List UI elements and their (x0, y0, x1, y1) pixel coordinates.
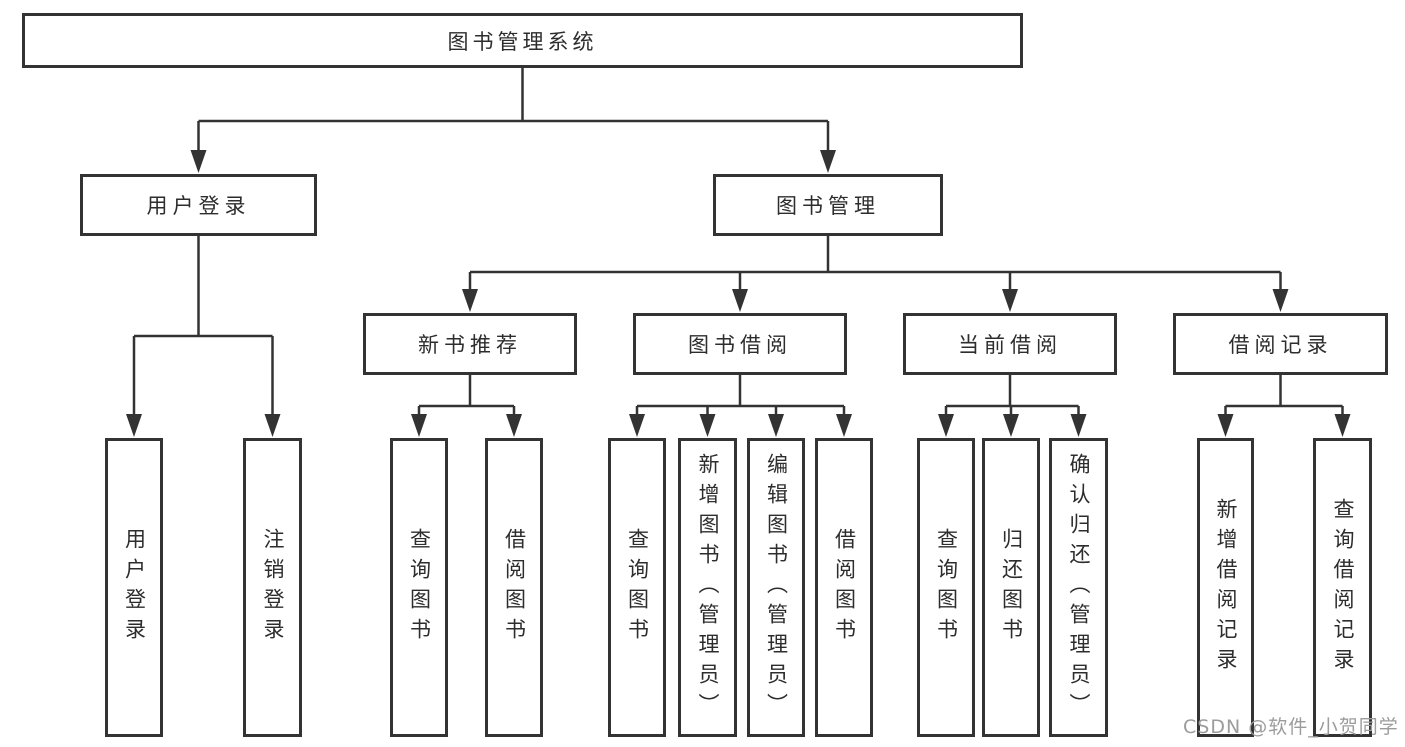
leaf-add-borrow-record: 新增借阅记录 (1197, 438, 1254, 737)
arrow-icon (411, 414, 427, 437)
node-label: 查询借阅记录 (1331, 497, 1355, 678)
leaf-logout: 注销登录 (243, 438, 302, 737)
node-label: 注销登录 (261, 527, 285, 648)
connector-records-to-leaves (1224, 375, 1344, 424)
leaf-recommend-borrow-books: 借阅图书 (485, 438, 543, 737)
node-label: 当前借阅 (958, 333, 1062, 357)
connector-current-to-leaves (944, 375, 1080, 424)
arrow-icon (732, 289, 748, 312)
node-label: 确认归还（管理员） (1067, 452, 1091, 723)
leaf-borrow-books: 借阅图书 (815, 438, 873, 737)
leaf-recommend-query-books: 查询图书 (390, 438, 448, 737)
arrow-icon (1334, 414, 1351, 437)
arrow-icon (629, 414, 645, 437)
connector-newrec-to-leaves (417, 375, 516, 424)
connector-root-to-level2 (197, 68, 830, 158)
arrow-icon (820, 150, 836, 173)
arrow-icon (1217, 414, 1234, 437)
node-label: 用户登录 (122, 527, 147, 648)
leaf-return-books: 归还图书 (982, 438, 1040, 737)
connector-login-to-leaves (132, 236, 274, 424)
node-label: 图书管理 (776, 194, 880, 218)
arrow-icon (1070, 414, 1087, 437)
arrow-icon (1003, 414, 1019, 437)
node-label: 查询图书 (934, 527, 959, 648)
node-current-borrow: 当前借阅 (903, 313, 1117, 375)
node-user-login: 用户登录 (80, 174, 317, 236)
node-label: 新增图书（管理员） (696, 452, 720, 723)
node-label: 图书借阅 (688, 333, 792, 357)
leaf-add-books-admin: 新增图书（管理员） (678, 438, 737, 737)
leaf-current-query-books: 查询图书 (917, 438, 975, 737)
leaf-borrow-query-books: 查询图书 (608, 438, 666, 737)
leaf-edit-books-admin: 编辑图书（管理员） (747, 438, 805, 737)
node-label: 查询图书 (407, 527, 432, 648)
arrow-icon (190, 150, 207, 173)
node-book-borrow: 图书借阅 (633, 313, 847, 375)
node-label: 用户登录 (146, 194, 251, 218)
node-library-management-system: 图书管理系统 (22, 13, 1023, 68)
node-label: 编辑图书（管理员） (764, 452, 789, 723)
node-label: 新增借阅记录 (1214, 497, 1238, 678)
arrow-icon (506, 414, 522, 437)
connector-mgmt-to-level3 (468, 236, 1282, 300)
node-label: 借阅图书 (832, 527, 857, 648)
arrow-icon (264, 414, 281, 437)
arrow-icon (126, 414, 142, 437)
arrow-icon (768, 414, 784, 437)
arrow-icon (1002, 289, 1018, 312)
node-label: 查询图书 (625, 527, 650, 648)
arrow-icon (462, 289, 478, 312)
node-label: 借阅记录 (1228, 333, 1333, 357)
leaf-confirm-return-admin: 确认归还（管理员） (1049, 438, 1108, 737)
node-book-management: 图书管理 (713, 174, 943, 236)
connector-borrow-to-leaves (635, 375, 846, 424)
leaf-user-login: 用户登录 (105, 438, 163, 737)
node-borrow-records: 借阅记录 (1173, 313, 1388, 375)
node-label: 图书管理系统 (447, 29, 598, 54)
node-label: 归还图书 (999, 527, 1024, 648)
arrow-icon (1272, 289, 1289, 312)
arrow-icon (938, 414, 954, 437)
arrow-icon (699, 414, 716, 437)
node-new-book-recommend: 新书推荐 (363, 313, 577, 375)
csdn-watermark: CSDN @软件_小贺同学 (1183, 716, 1399, 738)
arrow-icon (836, 414, 852, 437)
leaf-query-borrow-record: 查询借阅记录 (1313, 438, 1372, 737)
node-label: 新书推荐 (418, 333, 522, 357)
node-label: 借阅图书 (502, 527, 527, 648)
